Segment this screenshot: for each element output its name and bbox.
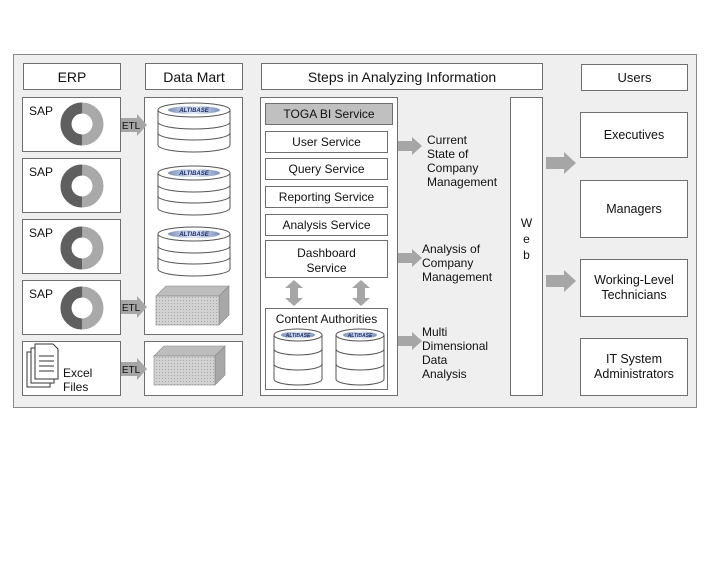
etl-label: ETL: [122, 121, 141, 132]
altibase-logo-text: ALTIBASE: [347, 333, 373, 339]
storage-block-icon: [155, 285, 230, 326]
web-box: W e b: [510, 97, 543, 396]
user-group-label: IT System: [605, 352, 663, 366]
user-group-label: Working-Level: [594, 273, 674, 287]
multi-dimensional-note: Multi Dimensional Data Analysis: [422, 325, 488, 381]
altibase-logo-text: ALTIBASE: [285, 333, 311, 339]
database-icon: ALTIBASE: [157, 226, 231, 277]
web-letter: W: [520, 216, 533, 230]
toga-bi-service-title: TOGA BI Service: [265, 103, 393, 125]
user-service: User Service: [265, 131, 388, 153]
donut-icon: [60, 286, 104, 330]
analysis-service: Analysis Service: [265, 214, 388, 236]
reporting-service: Reporting Service: [265, 186, 388, 208]
web-to-users-arrow: [546, 152, 576, 174]
user-group-it-admins: IT System Administrators: [580, 338, 688, 396]
etl-label: ETL: [122, 365, 141, 376]
etl-arrow: ETL: [121, 114, 147, 136]
web-letter: b: [523, 248, 530, 262]
note-line: State of: [427, 147, 469, 161]
user-group-technicians: Working-Level Technicians: [580, 259, 688, 317]
note-line: Company: [422, 256, 474, 270]
dashboard-line-2: Service: [306, 261, 347, 275]
web-to-users-arrow: [546, 270, 576, 292]
donut-icon: [60, 226, 104, 270]
etl-label: ETL: [122, 303, 141, 314]
sap-label: SAP: [29, 104, 54, 118]
user-group-managers: Managers: [580, 180, 688, 238]
donut-icon: [60, 102, 104, 146]
database-icon: ALTIBASE: [335, 328, 385, 386]
user-group-label: Technicians: [601, 288, 667, 302]
user-group-executives: Executives: [580, 112, 688, 158]
note-line: Analysis: [422, 367, 467, 381]
user-group-label: Executives: [603, 127, 665, 142]
database-icon: ALTIBASE: [157, 165, 231, 216]
altibase-logo-text: ALTIBASE: [178, 171, 210, 177]
donut-icon: [60, 164, 104, 208]
erp-header: ERP: [23, 63, 121, 90]
document-stack-icon: [26, 343, 59, 388]
user-group-label: Managers: [606, 201, 662, 216]
altibase-logo-text: ALTIBASE: [178, 108, 210, 114]
note-line: Management: [427, 175, 498, 189]
current-state-note: Current State of Company Management: [427, 133, 497, 189]
note-line: Management: [422, 270, 493, 284]
note-line: Company: [427, 161, 479, 175]
storage-block-icon: [153, 345, 226, 386]
double-arrow-vertical: [352, 280, 370, 306]
database-icon: ALTIBASE: [157, 102, 231, 153]
user-group-label: Administrators: [594, 367, 674, 381]
data-mart-header: Data Mart: [145, 63, 243, 90]
web-letter: e: [523, 232, 530, 246]
etl-arrow: ETL: [121, 358, 147, 380]
note-line: Analysis of: [422, 242, 481, 256]
note-line: Multi: [422, 325, 448, 339]
output-arrow: [398, 137, 422, 155]
sap-label: SAP: [29, 165, 54, 179]
note-line: Data: [422, 353, 448, 367]
web-label: W e b: [511, 215, 542, 263]
sap-label: SAP: [29, 226, 54, 240]
etl-arrow: ETL: [121, 296, 147, 318]
sap-label: SAP: [29, 287, 54, 301]
users-header: Users: [581, 64, 688, 91]
altibase-logo-text: ALTIBASE: [178, 232, 210, 238]
company-analysis-note: Analysis of Company Management: [422, 242, 492, 284]
double-arrow-vertical: [285, 280, 303, 306]
content-authorities-label: Content Authorities: [275, 312, 378, 326]
output-arrow: [398, 332, 422, 350]
analysis-header: Steps in Analyzing Information: [261, 63, 543, 90]
dashboard-service: Dashboard Service: [265, 240, 388, 278]
note-line: Current: [427, 133, 468, 147]
excel-files-label: Excel Files: [63, 366, 93, 394]
note-line: Dimensional: [422, 339, 489, 353]
database-icon: ALTIBASE: [273, 328, 323, 386]
output-arrow: [398, 249, 422, 267]
query-service: Query Service: [265, 158, 388, 180]
dashboard-line-1: Dashboard: [297, 246, 356, 260]
